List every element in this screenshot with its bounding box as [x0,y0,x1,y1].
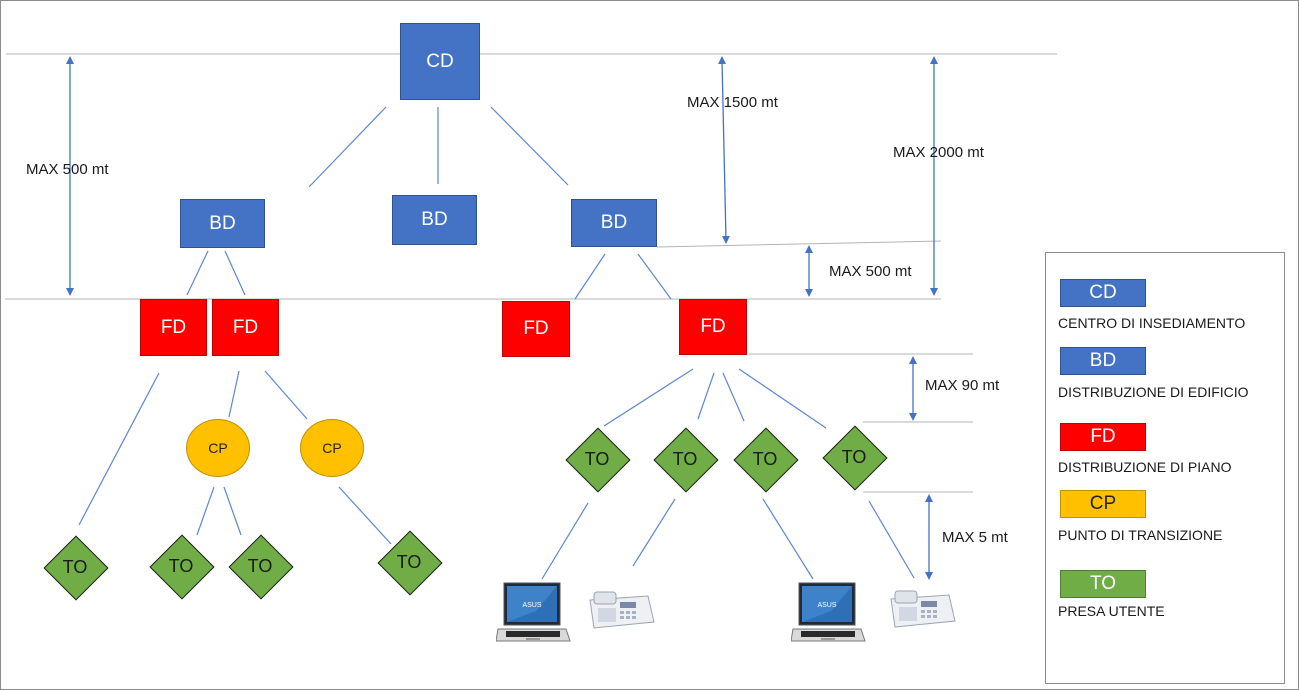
cp-node-1: CP [186,419,250,477]
to-node-3: TO [228,534,294,600]
to-node-label: TO [168,555,194,576]
dimension-label-cd-fd: MAX 2000 mt [893,144,984,161]
laptop-brand: ASUS [522,602,541,609]
bd-node-left: BD [180,199,265,248]
dimension-label-to-device: MAX 5 mt [942,529,1008,546]
legend-label-bd: DISTRIBUZIONE DI EDIFICIO [1058,384,1249,400]
legend-label-cd: CENTRO DI INSEDIAMENTO [1058,315,1246,331]
legend-swatch-cp: CP [1060,490,1146,518]
legend-label-cp: PUNTO DI TRANSIZIONE [1058,527,1223,543]
to-node-2: TO [149,534,215,600]
to-node-5: TO [565,427,631,493]
to-node-label: TO [672,448,698,469]
fax-icon [890,590,956,628]
dimension-label-fd-to: MAX 90 mt [925,377,1000,394]
legend-swatch-cd: CD [1060,279,1146,307]
dimension-label-cd-bd: MAX 1500 mt [687,94,778,111]
to-node-label: TO [584,448,610,469]
to-node-8: TO [822,425,888,491]
cp-node-2: CP [300,419,364,477]
legend: CD CENTRO DI INSEDIAMENTO BD DISTRIBUZIO… [1045,252,1285,684]
laptop-icon: ASUS [496,582,571,642]
legend-swatch-to: TO [1060,570,1146,598]
legend-swatch-bd: BD [1060,347,1146,375]
fd-node-1: FD [140,299,207,356]
to-node-label: TO [247,555,273,576]
to-node-label: TO [752,448,778,469]
to-node-4: TO [377,530,443,596]
bd-node-right: BD [571,199,657,247]
dimension-label-left: MAX 500 mt [26,161,109,178]
fax-icon [589,591,655,629]
legend-label-to: PRESA UTENTE [1058,603,1165,619]
bd-node-middle: BD [392,195,477,245]
cd-node: CD [400,23,480,100]
to-node-label: TO [62,556,88,577]
legend-swatch-fd: FD [1060,423,1146,451]
fd-node-3: FD [502,301,570,357]
dimension-arrows [66,56,938,580]
fd-node-4: FD [679,299,747,355]
fd-node-2: FD [212,299,279,356]
to-node-6: TO [653,427,719,493]
to-node-label: TO [841,446,867,467]
legend-label-fd: DISTRIBUZIONE DI PIANO [1058,459,1232,475]
laptop-icon: ASUS [791,582,866,642]
to-node-label: TO [396,551,422,572]
to-node-7: TO [733,427,799,493]
dimension-label-bd-fd: MAX 500 mt [829,263,912,280]
laptop-brand: ASUS [817,602,836,609]
to-node-1: TO [43,535,109,601]
tree-connectors [78,106,915,580]
